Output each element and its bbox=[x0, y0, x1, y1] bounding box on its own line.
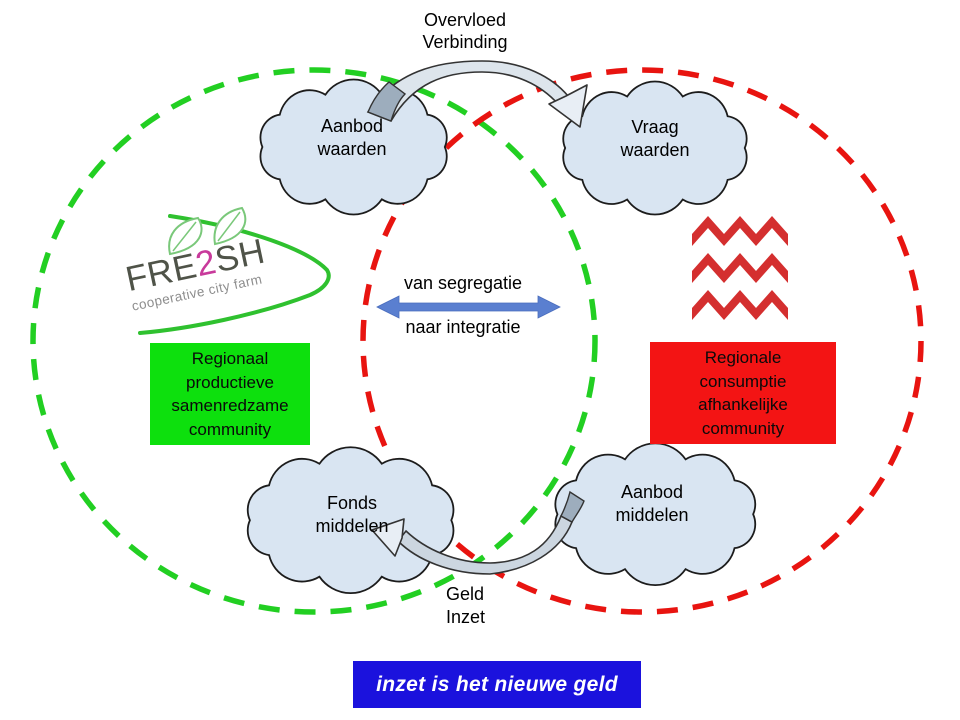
cloud-label-aanbod-waarden: Aanbod waarden bbox=[272, 115, 432, 161]
cloud-label-fonds-middelen: Fonds middelen bbox=[272, 492, 432, 538]
cloud-text: waarden bbox=[317, 139, 387, 159]
clouds bbox=[248, 79, 756, 593]
leaf-vein bbox=[172, 221, 197, 252]
fresh-logo-graphic bbox=[138, 206, 331, 335]
arrow-tail bbox=[560, 490, 585, 523]
box-text: consumptie bbox=[699, 371, 787, 391]
box-text: Regionaal bbox=[191, 349, 269, 368]
cloud-text: Aanbod bbox=[620, 482, 684, 502]
zigzag-band bbox=[692, 216, 788, 246]
cloud-text: middelen bbox=[615, 505, 689, 525]
integration-double-arrow bbox=[376, 295, 561, 319]
consumer-circle-red bbox=[360, 67, 924, 615]
producer-circle-green bbox=[30, 67, 598, 615]
box-text: community bbox=[188, 419, 272, 439]
arrowhead bbox=[371, 518, 405, 557]
cloud-text: Fonds bbox=[326, 493, 378, 513]
transition-label-to: naar integratie bbox=[405, 317, 521, 337]
header-line-2: Verbinding bbox=[422, 32, 508, 52]
money-effort-label: Geld Inzet bbox=[446, 583, 485, 629]
zigzag-band bbox=[692, 290, 788, 320]
zigzag-band bbox=[692, 253, 788, 283]
flow-text: Inzet bbox=[446, 607, 486, 627]
cloud-text: middelen bbox=[315, 516, 389, 536]
box-text: community bbox=[701, 418, 785, 438]
cloud-text: waarden bbox=[620, 140, 690, 160]
cloud-label-vraag-waarden: Vraag waarden bbox=[575, 116, 735, 162]
cloud-fonds-middelen bbox=[248, 447, 454, 593]
abundance-connection-arrow bbox=[366, 60, 588, 128]
cloud-label-aanbod-middelen: Aanbod middelen bbox=[572, 481, 732, 527]
transition-label-from: van segregatie bbox=[403, 273, 523, 293]
zigzag-logo bbox=[692, 216, 788, 320]
box-text: Regionale bbox=[704, 348, 782, 367]
cloud-aanbod-middelen bbox=[555, 443, 755, 585]
leaf-vein bbox=[217, 211, 241, 242]
header-label: Overvloed Verbinding bbox=[365, 9, 565, 53]
logo-swoosh bbox=[138, 214, 331, 335]
arrowhead bbox=[548, 84, 588, 128]
slogan-banner: inzet is het nieuwe geld bbox=[353, 661, 641, 708]
arrow-tail bbox=[367, 81, 407, 122]
cloud-vraag-waarden bbox=[563, 82, 746, 215]
flow-text: Geld bbox=[446, 584, 485, 604]
box-text: samenredzame bbox=[171, 396, 289, 415]
cloud-text: Aanbod bbox=[320, 116, 384, 136]
producer-community-box: Regionaal productieve samenredzame commu… bbox=[150, 343, 310, 445]
consumer-community-box: Regionale consumptie afhankelijke commun… bbox=[650, 342, 836, 444]
header-line-1: Overvloed bbox=[423, 10, 507, 30]
cloud-text: Vraag bbox=[631, 117, 679, 137]
box-text: productieve bbox=[186, 372, 274, 392]
money-effort-arrow bbox=[371, 490, 585, 575]
box-text: afhankelijke bbox=[698, 395, 788, 414]
